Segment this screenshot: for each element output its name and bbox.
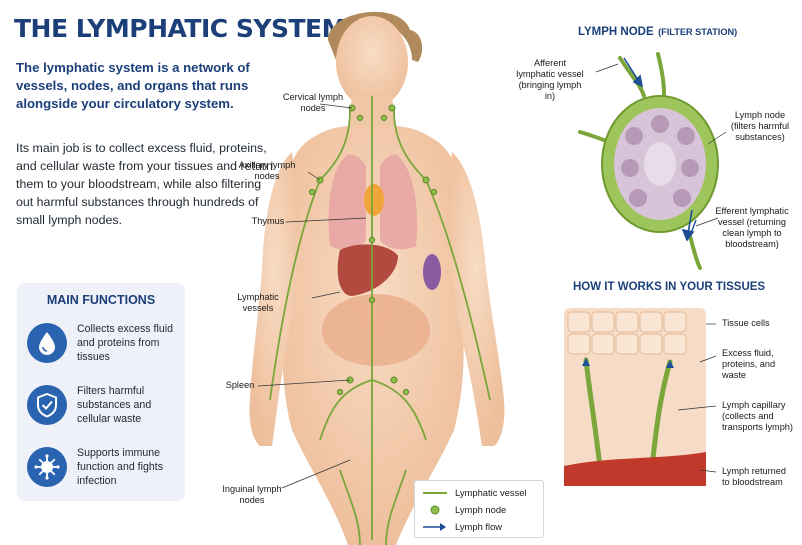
label-node-filter: Lymph node (filters harmful substances) (730, 110, 790, 142)
droplet-icon (27, 323, 67, 363)
function-item-immune: Supports immune function and fights infe… (25, 443, 183, 499)
virus-icon (27, 447, 67, 487)
node-dot-icon (430, 505, 440, 515)
label-excess-fluid: Excess fluid, proteins, and waste (722, 348, 776, 380)
function-label: Collects excess fluid and proteins from … (77, 323, 173, 363)
label-lymph-returned: Lymph returned to bloodstream (722, 466, 787, 487)
label-spleen: Spleen (225, 380, 255, 390)
main-functions-panel: MAIN FUNCTIONS Collects excess fluid and… (17, 283, 185, 501)
main-functions-heading: MAIN FUNCTIONS (46, 293, 156, 307)
label-inguinal: Inguinal lymph nodes (222, 484, 282, 505)
head (336, 16, 408, 108)
legend-row-flow: Lymph flow (423, 520, 545, 534)
label-efferent: Efferent lymphatic vessel (returning cle… (715, 206, 789, 249)
lymphatic-vessel-network (269, 96, 491, 545)
legend: Lymphatic vessel Lymph node Lymph flow (414, 480, 544, 538)
label-cervical: Cervical lymph nodes (282, 92, 344, 113)
legend-row-vessel: Lymphatic vessel (423, 486, 545, 500)
lymph-node-title-main: LYMPH NODE (578, 26, 654, 38)
label-leader-lines (257, 103, 367, 489)
left-lung (328, 154, 366, 250)
intro-body: Its main job is to collect excess fluid,… (16, 141, 273, 227)
vessel-line-icon (423, 492, 447, 494)
label-thymus: Thymus (251, 216, 285, 226)
label-tissue-cells: Tissue cells (722, 318, 770, 328)
lymph-node-medulla (644, 142, 676, 186)
legend-row-node: Lymph node (423, 503, 545, 517)
lymph-node-illustration (578, 52, 727, 270)
label-axillary: Axillary lymph nodes (238, 160, 296, 181)
shield-icon (27, 385, 67, 425)
page-title: THE LYMPHATIC SYSTEM (14, 14, 346, 43)
tissue-title: HOW IT WORKS IN YOUR TISSUES (573, 281, 766, 293)
label-lymph-capillary: Lymph capillary (collects and transports… (722, 400, 793, 432)
function-item-collect: Collects excess fluid and proteins from … (25, 319, 183, 375)
body-illustration (249, 11, 505, 545)
lymph-node-cluster (308, 104, 438, 396)
legend-label: Lymph flow (455, 521, 503, 532)
spleen-organ (423, 254, 441, 290)
liver (337, 244, 398, 296)
heart (364, 184, 384, 216)
legend-label: Lymphatic vessel (455, 487, 527, 498)
function-label: Filters harmful substances and cellular … (77, 385, 152, 425)
function-item-filter: Filters harmful substances and cellular … (25, 381, 183, 437)
function-label: Supports immune function and fights infe… (77, 447, 163, 487)
right-lung (380, 154, 418, 250)
label-afferent: Afferent lymphatic vessel (bringing lymp… (516, 58, 584, 101)
lymph-node-title-sub: (FILTER STATION) (658, 27, 738, 37)
blood-vessel (564, 452, 706, 486)
legend-label: Lymph node (455, 504, 507, 515)
intestines (322, 294, 430, 366)
lymph-node-title: LYMPH NODE (FILTER STATION) (578, 22, 737, 40)
left-arm (249, 152, 300, 446)
arrow-right-icon (423, 523, 446, 531)
tissue-illustration (564, 308, 717, 486)
intro-lead: The lymphatic system is a network of ves… (16, 60, 250, 111)
right-arm (446, 152, 505, 446)
label-lymphatic-vessels: Lymphatic vessels (237, 292, 279, 313)
